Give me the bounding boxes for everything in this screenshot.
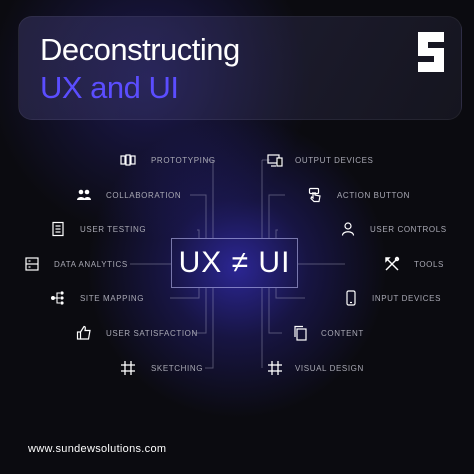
tap-icon xyxy=(308,187,321,203)
people-icon xyxy=(77,189,91,200)
node-output-devices: OUTPUT DEVICES xyxy=(267,152,374,168)
node-label: TOOLS xyxy=(414,259,444,269)
clipboard-icon xyxy=(52,221,64,237)
user-icon xyxy=(341,222,355,236)
node-tools: TOOLS xyxy=(384,256,444,272)
node-label: SKETCHING xyxy=(151,363,204,373)
grid-icon xyxy=(121,361,135,375)
node-label: CONTENT xyxy=(321,328,364,338)
node-label: ACTION BUTTON xyxy=(337,190,410,200)
node-prototyping: PROTOTYPING xyxy=(120,152,216,168)
phone-icon xyxy=(346,290,356,306)
node-label: DATA ANALYTICS xyxy=(54,259,128,269)
copy-icon xyxy=(294,325,307,341)
node-user-satisfaction: USER SATISFACTION xyxy=(76,325,198,341)
node-user-controls: USER CONTROLS xyxy=(340,221,447,237)
node-label: USER TESTING xyxy=(80,224,147,234)
node-label: VISUAL DESIGN xyxy=(295,363,364,373)
brand-logo-icon xyxy=(418,32,444,72)
node-label: PROTOTYPING xyxy=(151,155,216,165)
page-subtitle: UX and UI xyxy=(40,70,179,105)
node-label: COLLABORATION xyxy=(106,190,182,200)
tools-icon xyxy=(385,256,400,271)
node-action-button: ACTION BUTTON xyxy=(307,187,410,203)
node-user-testing: USER TESTING xyxy=(50,221,146,237)
node-label: SITE MAPPING xyxy=(80,293,145,303)
node-site-mapping: SITE MAPPING xyxy=(50,290,144,306)
devices-icon xyxy=(267,154,283,167)
node-sketching: SKETCHING xyxy=(120,360,203,376)
node-label: USER SATISFACTION xyxy=(106,328,198,338)
page-title: Deconstructing xyxy=(40,32,240,67)
grid-icon xyxy=(268,361,282,375)
header-card xyxy=(18,16,462,120)
center-label: UX ≠ UI xyxy=(178,246,291,279)
prototyping-icon xyxy=(120,154,136,166)
thumbs-up-icon xyxy=(76,325,91,340)
node-content: CONTENT xyxy=(292,325,364,341)
node-label: OUTPUT DEVICES xyxy=(295,155,374,165)
database-icon xyxy=(25,257,39,271)
sitemap-icon xyxy=(51,291,64,305)
node-collaboration: COLLABORATION xyxy=(76,187,181,203)
node-label: INPUT DEVICES xyxy=(372,293,441,303)
center-box: UX ≠ UI xyxy=(171,238,298,288)
node-label: USER CONTROLS xyxy=(370,224,447,234)
node-data-analytics: DATA ANALYTICS xyxy=(24,256,128,272)
node-visual-design: VISUAL DESIGN xyxy=(267,360,364,376)
website-url[interactable]: www.sundewsolutions.com xyxy=(28,443,167,455)
node-input-devices: INPUT DEVICES xyxy=(343,290,441,306)
